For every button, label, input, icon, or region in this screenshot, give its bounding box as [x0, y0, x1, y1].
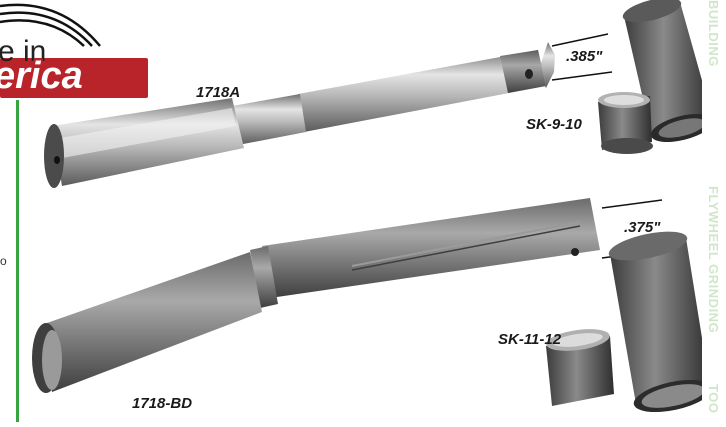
side-text-tools: TOO — [706, 384, 721, 414]
dimension-375: .375" — [624, 219, 661, 236]
sleeve-kit-label-9-10: SK-9-10 — [526, 116, 582, 133]
tool-1718bd — [32, 198, 600, 393]
bullet-mark: o — [0, 254, 7, 268]
logo-swoosh — [0, 3, 101, 47]
sleeve-kit-label-11-12: SK-11-12 — [498, 331, 562, 348]
side-text-building: BUILDING — [706, 0, 721, 67]
side-category-band — [702, 0, 726, 422]
part-number-1718bd: 1718-BD — [132, 395, 193, 412]
dimension-385: .385" — [566, 48, 603, 65]
logo-box — [0, 58, 148, 98]
logo-america-text: erica — [0, 55, 83, 97]
logo-made-in-text: e in — [0, 35, 47, 68]
green-divider — [16, 100, 19, 422]
side-text-flywheel-grinding: FLYWHEEL GRINDING — [706, 186, 721, 334]
cross-hole — [525, 69, 533, 79]
part-number-1718a: 1718A — [196, 84, 241, 101]
cross-hole — [571, 248, 579, 256]
sleeve-kit-9-10 — [598, 0, 714, 154]
sleeve-kit-11-12 — [546, 231, 713, 413]
tool-1718a — [44, 42, 555, 188]
